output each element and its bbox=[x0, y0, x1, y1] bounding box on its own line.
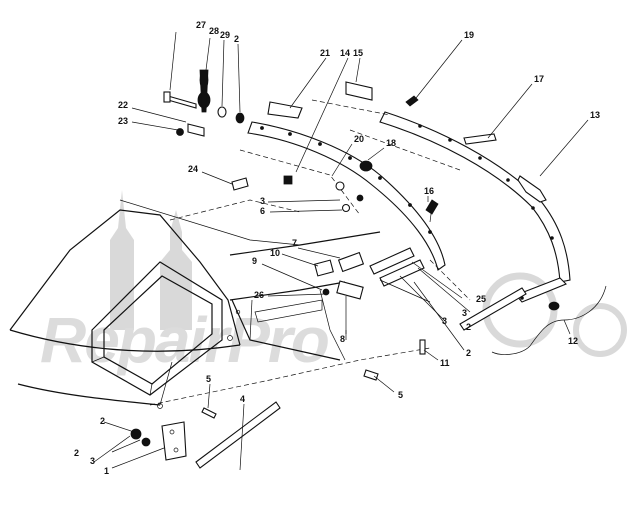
callout-2-b: 2 bbox=[466, 322, 471, 332]
watermark-text: RepairPro bbox=[40, 304, 329, 376]
callout-17: 17 bbox=[534, 74, 544, 84]
callout-7: 7 bbox=[292, 238, 297, 248]
callout-3-c: 3 bbox=[442, 316, 447, 326]
leader-lines bbox=[93, 31, 607, 471]
callout-8: 8 bbox=[340, 334, 345, 344]
callout-1: 1 bbox=[104, 466, 109, 476]
callout-22: 22 bbox=[118, 100, 128, 110]
callout-27: 27 bbox=[196, 20, 206, 30]
callout-25: 25 bbox=[476, 294, 486, 304]
callout-2-c: 2 bbox=[466, 348, 471, 358]
callout-29: 29 bbox=[220, 30, 230, 40]
callout-labels: 27 28 29 2 21 14 15 19 17 13 22 23 20 18… bbox=[74, 20, 600, 476]
hood-body bbox=[9, 149, 431, 409]
callout-10: 10 bbox=[270, 248, 280, 258]
callout-23: 23 bbox=[118, 116, 128, 126]
callout-21: 21 bbox=[320, 48, 330, 58]
callout-3-b: 3 bbox=[462, 308, 467, 318]
callout-2-lower: 2 bbox=[100, 416, 105, 426]
brackets bbox=[187, 81, 547, 331]
watermark: RepairPro bbox=[40, 190, 627, 376]
callout-13: 13 bbox=[590, 110, 600, 120]
callout-24: 24 bbox=[188, 164, 198, 174]
trim-strip bbox=[379, 111, 571, 303]
callout-5-left: 5 bbox=[206, 374, 211, 384]
callout-14: 14 bbox=[340, 48, 350, 58]
callout-5-right: 5 bbox=[398, 390, 403, 400]
hardware bbox=[130, 69, 560, 469]
callout-6: 6 bbox=[260, 206, 265, 216]
callout-2-top: 2 bbox=[234, 34, 239, 44]
callout-16: 16 bbox=[424, 186, 434, 196]
callout-2-bottom: 2 bbox=[74, 448, 79, 458]
callout-3-bottom: 3 bbox=[90, 456, 95, 466]
callout-18: 18 bbox=[386, 138, 396, 148]
callout-3-a: 3 bbox=[260, 196, 265, 206]
callout-11: 11 bbox=[440, 358, 450, 368]
callout-12: 12 bbox=[568, 336, 578, 346]
callout-28: 28 bbox=[209, 26, 219, 36]
bumper-rail bbox=[247, 121, 446, 271]
callout-15: 15 bbox=[353, 48, 363, 58]
callout-19: 19 bbox=[464, 30, 474, 40]
callout-4: 4 bbox=[240, 394, 245, 404]
callout-26: 26 bbox=[254, 290, 264, 300]
callout-9: 9 bbox=[252, 256, 257, 266]
callout-20: 20 bbox=[354, 134, 364, 144]
